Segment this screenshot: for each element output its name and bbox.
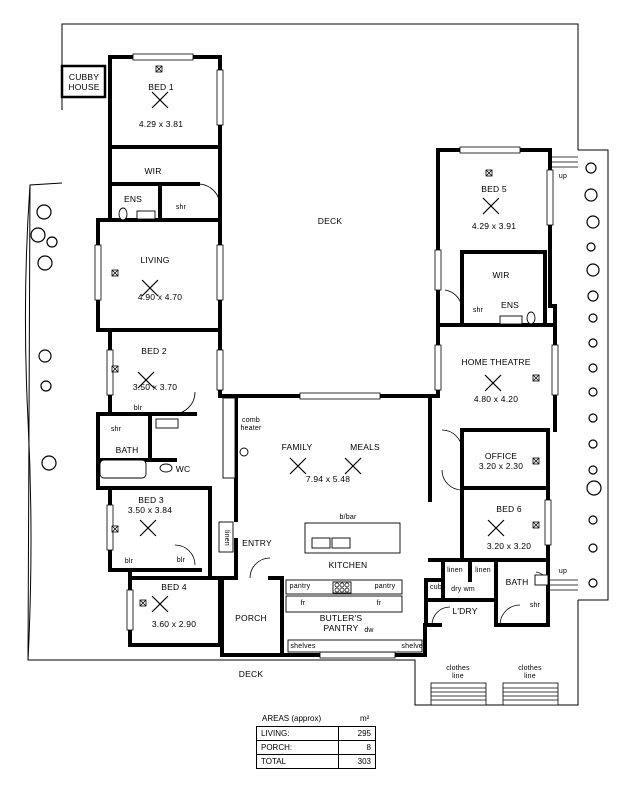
garden-boundary-right <box>578 149 609 601</box>
up-top-label: up <box>558 173 568 180</box>
meals-label: MEALS <box>350 442 380 452</box>
areas-table: AREAS (approx) m² LIVING: 295 PORCH: 8 T… <box>256 712 376 769</box>
wc-label: WC <box>175 464 191 474</box>
dry-wm-label: dry wm <box>451 586 475 593</box>
linen2-label: linen <box>447 567 463 574</box>
bed5-size: 4.29 x 3.91 <box>471 221 517 231</box>
area-label: PORCH: <box>256 740 339 755</box>
bed2-size: 3.50 x 3.70 <box>132 382 178 392</box>
bed3-name: BED 3 <box>138 495 164 505</box>
deck-top-label: DECK <box>317 216 343 226</box>
bed5-name: BED 5 <box>481 184 507 194</box>
bath2-label: BATH <box>505 577 529 587</box>
garden-curve-left <box>24 184 32 661</box>
kitchen-label: KITCHEN <box>328 560 368 570</box>
cubby-house <box>60 64 107 99</box>
bed6-name: BED 6 <box>496 504 522 514</box>
bed4-name: BED 4 <box>161 582 187 592</box>
living-size: 4.90 x 4.70 <box>137 292 183 302</box>
shr2-label: shr <box>110 426 122 433</box>
bed6-size: 3.20 x 3.20 <box>486 541 532 551</box>
blr2-label: blr <box>124 558 134 565</box>
wir2-label: WIR <box>492 270 510 280</box>
cooktop-icon <box>334 582 350 593</box>
shelves-right-label: shelves <box>401 643 427 650</box>
shelves-left-label: shelves <box>290 643 316 650</box>
area-label: LIVING: <box>256 726 339 741</box>
bed4-size: 3.60 x 2.90 <box>151 619 197 629</box>
shr1-label: shr <box>175 204 187 211</box>
area-value: 295 <box>338 726 376 741</box>
cubby-house-label: CUBBY HOUSE <box>68 72 100 92</box>
home-theatre-size: 4.80 x 4.20 <box>473 394 519 404</box>
table-row: TOTAL 303 <box>256 754 376 769</box>
bbar-label: b/bar <box>339 514 357 521</box>
up-bottom-label: up <box>558 568 568 575</box>
clothes-line-1-label: clothes line <box>446 665 470 680</box>
home-theatre-name: HOME THEATRE <box>461 357 531 367</box>
laundry-label: L'DRY <box>452 606 478 616</box>
fixtures <box>99 207 549 653</box>
office-size: 3.20 x 2.30 <box>478 461 524 471</box>
cub-label: cub <box>430 584 442 591</box>
area-value: 8 <box>338 740 376 755</box>
ens2-label: ENS <box>500 300 520 310</box>
area-value: 303 <box>338 754 376 769</box>
power-point-icon <box>111 65 540 607</box>
light-icon <box>137 91 505 613</box>
family-size: 7.94 x 5.48 <box>305 474 351 484</box>
deck-bottom-label: DECK <box>238 669 264 679</box>
doors <box>172 183 549 626</box>
shr4-label: shr <box>529 602 541 609</box>
fridge-right-label: fr <box>376 600 382 607</box>
table-row: PORCH: 8 <box>256 740 376 755</box>
bed2-name: BED 2 <box>141 346 167 356</box>
areas-unit: m² <box>360 714 370 723</box>
family-label: FAMILY <box>281 442 313 452</box>
comb-heater-label: comb heater <box>240 417 262 432</box>
windows <box>94 53 559 659</box>
bed1-name: BED 1 <box>148 82 174 92</box>
porch-label: PORCH <box>235 613 267 623</box>
tree-icon <box>30 204 58 471</box>
butlers-pantry-label: BUTLER'S PANTRY <box>319 613 363 633</box>
linen1-label: linen <box>223 530 230 546</box>
steps <box>550 156 578 591</box>
clothes-line-2-label: clothes line <box>518 665 542 680</box>
shr3-label: shr <box>472 307 484 314</box>
wir1-label: WIR <box>144 166 162 176</box>
clothes-line <box>430 682 559 706</box>
ens1-label: ENS <box>123 194 143 204</box>
pantry-left-label: pantry <box>289 583 311 590</box>
area-label: TOTAL <box>256 754 339 769</box>
bed3-size: 3.50 x 3.84 <box>127 505 173 515</box>
entry-label: ENTRY <box>242 538 272 548</box>
dishwasher-label: dw <box>364 627 374 634</box>
site-boundary <box>61 23 579 150</box>
linen3-label: linen <box>475 567 491 574</box>
areas-title: AREAS (approx) <box>262 714 322 723</box>
blr3-label: blr <box>176 557 186 564</box>
bath1-label: BATH <box>115 445 139 455</box>
blr1-label: blr <box>133 405 143 412</box>
bed1-size: 4.29 x 3.81 <box>138 119 184 129</box>
office-name: OFFICE <box>484 451 518 461</box>
fridge-left-label: fr <box>300 600 306 607</box>
tree-icon <box>584 162 602 588</box>
living-name: LIVING <box>140 255 170 265</box>
table-row: LIVING: 295 <box>256 726 376 741</box>
pantry-right-label: pantry <box>374 583 396 590</box>
